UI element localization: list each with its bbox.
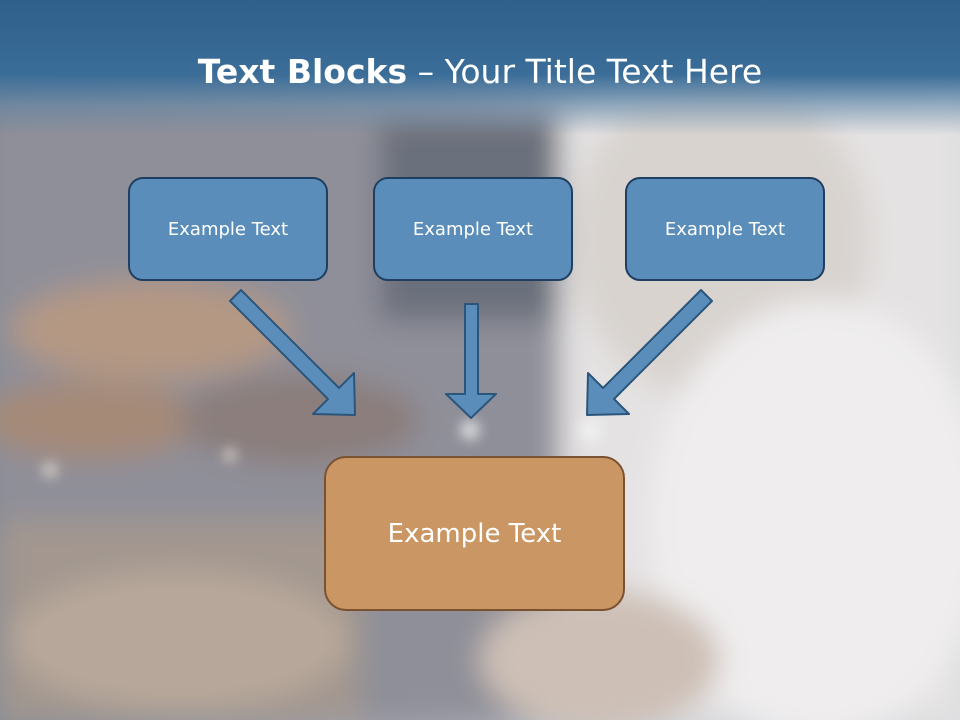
header-band: [0, 0, 960, 135]
slide-title: Text Blocks – Your Title Text Here: [0, 52, 960, 91]
arrow-right: [586, 289, 713, 416]
text-block-1-label: Example Text: [167, 218, 289, 240]
arrow-left: [229, 289, 356, 416]
result-block[interactable]: Example Text: [324, 456, 625, 611]
title-rest: – Your Title Text Here: [407, 52, 763, 91]
text-block-2-label: Example Text: [412, 218, 534, 240]
title-bold: Text Blocks: [197, 52, 408, 91]
arrow-center: [445, 303, 497, 419]
text-block-1[interactable]: Example Text: [128, 177, 328, 281]
text-block-3[interactable]: Example Text: [625, 177, 825, 281]
result-block-label: Example Text: [387, 518, 562, 549]
text-block-2[interactable]: Example Text: [373, 177, 573, 281]
text-block-3-label: Example Text: [664, 218, 786, 240]
